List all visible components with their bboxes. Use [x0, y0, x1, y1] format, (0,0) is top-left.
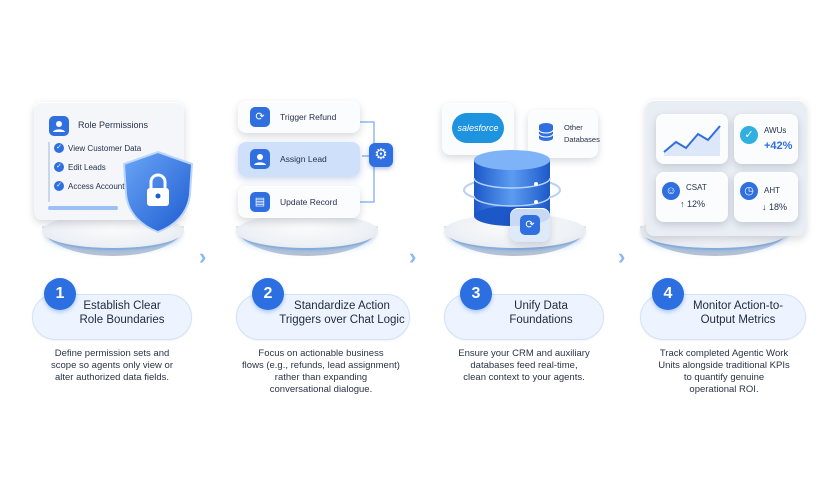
chevron-right-icon: ›	[199, 244, 207, 269]
check-icon: ✓	[740, 126, 758, 144]
shield-lock-icon	[122, 150, 194, 234]
permission-item: Edit Leads	[68, 163, 106, 172]
line-chart-icon	[663, 125, 721, 156]
user-icon	[250, 149, 270, 169]
trigger-label: Update Record	[280, 197, 338, 207]
metric-value: +42%	[764, 140, 793, 152]
trigger-label: Trigger Refund	[280, 112, 337, 122]
pedestal	[236, 214, 378, 260]
salesforce-logo: salesforce	[452, 113, 504, 143]
trigger-card: ▤ Update Record	[238, 186, 360, 218]
card-title: Role Permissions	[78, 120, 149, 130]
smile-icon: ☺	[662, 182, 680, 200]
step-title: Monitor Action-to-Output Metrics	[692, 300, 784, 326]
check-icon: ✓	[54, 162, 64, 172]
refresh-icon: ⟳	[250, 107, 270, 127]
user-icon	[49, 116, 69, 136]
clock-icon: ◷	[740, 182, 758, 200]
chevron-right-icon: ›	[409, 244, 417, 269]
sync-card: ⟳	[510, 208, 550, 242]
check-icon: ✓	[54, 143, 64, 153]
document-icon: ▤	[250, 192, 270, 212]
chevron-right-icon: ›	[618, 244, 626, 269]
metrics-dashboard: ✓ AWUs +42% ☺ CSAT ↑ 12% ◷ AHT ↓ 18%	[646, 100, 806, 236]
awus-tile: ✓ AWUs +42%	[734, 114, 798, 164]
step-number: 2	[252, 278, 284, 310]
aht-tile: ◷ AHT ↓ 18%	[734, 172, 798, 222]
permission-item: Access Accounts	[68, 182, 129, 191]
step-number: 4	[652, 278, 684, 310]
check-icon: ✓	[54, 181, 64, 191]
trigger-card-active: Assign Lead	[238, 142, 360, 176]
step-number: 3	[460, 278, 492, 310]
refresh-icon: ⟳	[520, 215, 540, 235]
metric-label: AWUs	[764, 126, 787, 135]
metric-label: CSAT	[686, 183, 707, 192]
metric-value: ↑ 12%	[680, 199, 706, 209]
salesforce-card: salesforce	[442, 103, 514, 155]
other-db-label: Other	[564, 123, 583, 132]
gear-icon: ⚙	[369, 143, 393, 167]
trigger-card: ⟳ Trigger Refund	[238, 101, 360, 133]
csat-tile: ☺ CSAT ↑ 12%	[656, 172, 728, 222]
trigger-label: Assign Lead	[280, 154, 327, 164]
metric-label: AHT	[764, 186, 780, 195]
other-db-label: Databases	[564, 135, 600, 144]
metric-value: ↓ 18%	[762, 202, 788, 212]
line-chart-tile	[656, 114, 728, 164]
step-number: 1	[44, 278, 76, 310]
other-databases-card: Other Databases	[528, 110, 600, 158]
permission-item: View Customer Data	[68, 144, 142, 153]
database-icon	[538, 123, 554, 141]
